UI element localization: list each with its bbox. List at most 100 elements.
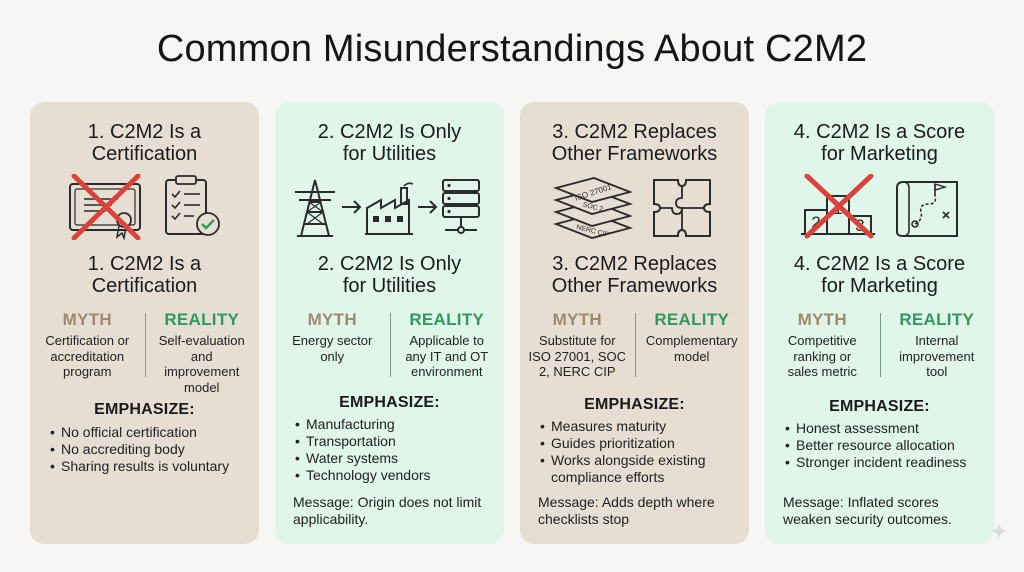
card-heading-line2: Certification: [91, 143, 198, 165]
list-item: Measures maturity: [540, 418, 740, 435]
card-subheading-line1: 2. C2M2 Is Only: [317, 253, 462, 275]
myth-text: Energy sector only: [292, 333, 373, 364]
card-heading-line1: 2. C2M2 Is Only: [317, 121, 462, 143]
divider: [144, 313, 146, 377]
emphasize-list: No official certification No accrediting…: [50, 424, 250, 475]
card-subheading: 4. C2M2 Is a Score for Marketing: [765, 253, 994, 297]
list-item: Sharing results is voluntary: [50, 458, 250, 475]
server-network-icon: [442, 179, 480, 234]
reality-label: REALITY: [409, 310, 485, 329]
card-subheading-line2: for Marketing: [821, 275, 938, 297]
card-marketing: 4. C2M2 Is a Score for Marketing 2 1 3 4…: [765, 102, 994, 544]
card-subheading: 1. C2M2 Is a Certification: [30, 253, 259, 297]
podium-crossed-icon: 2 1 3: [801, 174, 875, 239]
myth-label: MYTH: [552, 310, 602, 329]
myth-reality: MYTH Substitute for ISO 27001, SOC 2, NE…: [520, 310, 749, 390]
card-subheading: 2. C2M2 Is Only for Utilities: [275, 253, 504, 297]
list-item: Manufacturing: [295, 416, 495, 433]
reality-column: REALITY Self-evaluation and improvement …: [145, 310, 260, 395]
card-heading-line1: 1. C2M2 Is a: [87, 121, 202, 143]
myth-column: MYTH Certification or accreditation prog…: [30, 310, 145, 380]
roadmap-icon: [896, 181, 958, 237]
card-heading-line2: Other Frameworks: [551, 143, 718, 165]
card-subheading-line1: 1. C2M2 Is a: [87, 253, 202, 275]
reality-text: Internal improvement tool: [899, 333, 975, 379]
emphasize-list: Honest assessment Better resource alloca…: [785, 420, 985, 471]
list-item: Stronger incident readiness: [785, 454, 985, 471]
framework-layer-label: SOC 2: [582, 202, 604, 214]
card-heading: 3. C2M2 Replaces Other Frameworks: [520, 121, 749, 165]
card-icons: 2 1 3: [765, 174, 994, 244]
list-item: No accrediting body: [50, 441, 250, 458]
card-subheading: 3. C2M2 Replaces Other Frameworks: [520, 253, 749, 297]
myth-column: MYTH Competitive ranking or sales metric: [765, 310, 880, 380]
card-icons: ISO 27001 SOC 2 NERC CIP: [520, 172, 749, 242]
factory-icon: [365, 182, 414, 235]
reality-column: REALITY Applicable to any IT and OT envi…: [390, 310, 505, 380]
reality-text: Self-evaluation and improvement model: [158, 333, 245, 395]
card-heading-line2: for Utilities: [342, 143, 437, 165]
reality-text: Applicable to any IT and OT environment: [405, 333, 489, 379]
myth-text: Certification or accreditation program: [45, 333, 130, 379]
checklist-approved-icon: [165, 175, 220, 236]
myth-reality: MYTH Certification or accreditation prog…: [30, 310, 259, 395]
myth-label: MYTH: [62, 310, 112, 329]
podium-number: 2: [811, 213, 820, 232]
card-subheading-line2: Other Frameworks: [551, 275, 718, 297]
card-heading-line2: for Marketing: [821, 143, 938, 165]
arrow-right-icon: [342, 200, 362, 214]
myth-text: Competitive ranking or sales metric: [787, 333, 857, 379]
divider: [879, 313, 881, 377]
card-certification: 1. C2M2 Is a Certification: [30, 102, 259, 544]
card-subheading-line1: 4. C2M2 Is a Score: [793, 253, 966, 275]
card-icons: [30, 174, 259, 244]
list-item: Better resource allocation: [785, 437, 985, 454]
list-item: Honest assessment: [785, 420, 985, 437]
card-message: Message: Origin does not limit applicabi…: [293, 494, 482, 527]
card-subheading-line2: Certification: [91, 275, 198, 297]
emphasize-list: Manufacturing Transportation Water syste…: [295, 416, 495, 484]
stacked-frameworks-icon: ISO 27001 SOC 2 NERC CIP: [553, 177, 633, 239]
emphasize-label: EMPHASIZE:: [94, 401, 195, 418]
card-heading: 2. C2M2 Is Only for Utilities: [275, 121, 504, 165]
card-heading: 1. C2M2 Is a Certification: [30, 121, 259, 165]
arrow-right-icon: [418, 200, 438, 214]
list-item: No official certification: [50, 424, 250, 441]
myth-label: MYTH: [307, 310, 357, 329]
sparkle-icon: [991, 523, 1007, 539]
reality-column: REALITY Internal improvement tool: [880, 310, 995, 380]
power-tower-icon: [295, 179, 335, 237]
card-message: Message: Adds depth where checklists sto…: [538, 494, 715, 527]
emphasize-label: EMPHASIZE:: [339, 394, 440, 411]
list-item: Water systems: [295, 450, 495, 467]
emphasize-label: EMPHASIZE:: [584, 396, 685, 413]
page-title: Common Misunderstandings About C2M2: [156, 28, 868, 70]
reality-text: Complementary model: [645, 333, 738, 364]
reality-label: REALITY: [654, 310, 730, 329]
list-item: Technology vendors: [295, 467, 495, 484]
myth-reality: MYTH Competitive ranking or sales metric…: [765, 310, 994, 390]
myth-column: MYTH Substitute for ISO 27001, SOC 2, NE…: [520, 310, 635, 380]
myth-column: MYTH Energy sector only: [275, 310, 390, 364]
card-heading-line1: 3. C2M2 Replaces: [552, 121, 717, 143]
puzzle-icon: [653, 179, 711, 237]
list-item: Guides prioritization: [540, 435, 740, 452]
myth-text: Substitute for ISO 27001, SOC 2, NERC CI…: [528, 333, 627, 379]
myth-label: MYTH: [797, 310, 847, 329]
card-subheading-line2: for Utilities: [342, 275, 437, 297]
divider: [389, 313, 391, 377]
reality-label: REALITY: [164, 310, 240, 329]
reality-label: REALITY: [899, 310, 975, 329]
emphasize-label: EMPHASIZE:: [829, 398, 930, 415]
card-heading: 4. C2M2 Is a Score for Marketing: [765, 121, 994, 165]
emphasize-list: Measures maturity Guides prioritization …: [540, 418, 740, 486]
list-item: Works alongside existing compliance effo…: [540, 452, 740, 486]
card-icons: [275, 178, 504, 248]
list-item: Transportation: [295, 433, 495, 450]
divider: [634, 313, 636, 377]
certificate-crossed-icon: [69, 174, 141, 240]
card-utilities: 2. C2M2 Is Only for Utilities: [275, 102, 504, 544]
card-frameworks: 3. C2M2 Replaces Other Frameworks ISO 27…: [520, 102, 749, 544]
card-subheading-line1: 3. C2M2 Replaces: [552, 253, 717, 275]
card-message: Message: Inflated scores weaken security…: [783, 494, 952, 527]
